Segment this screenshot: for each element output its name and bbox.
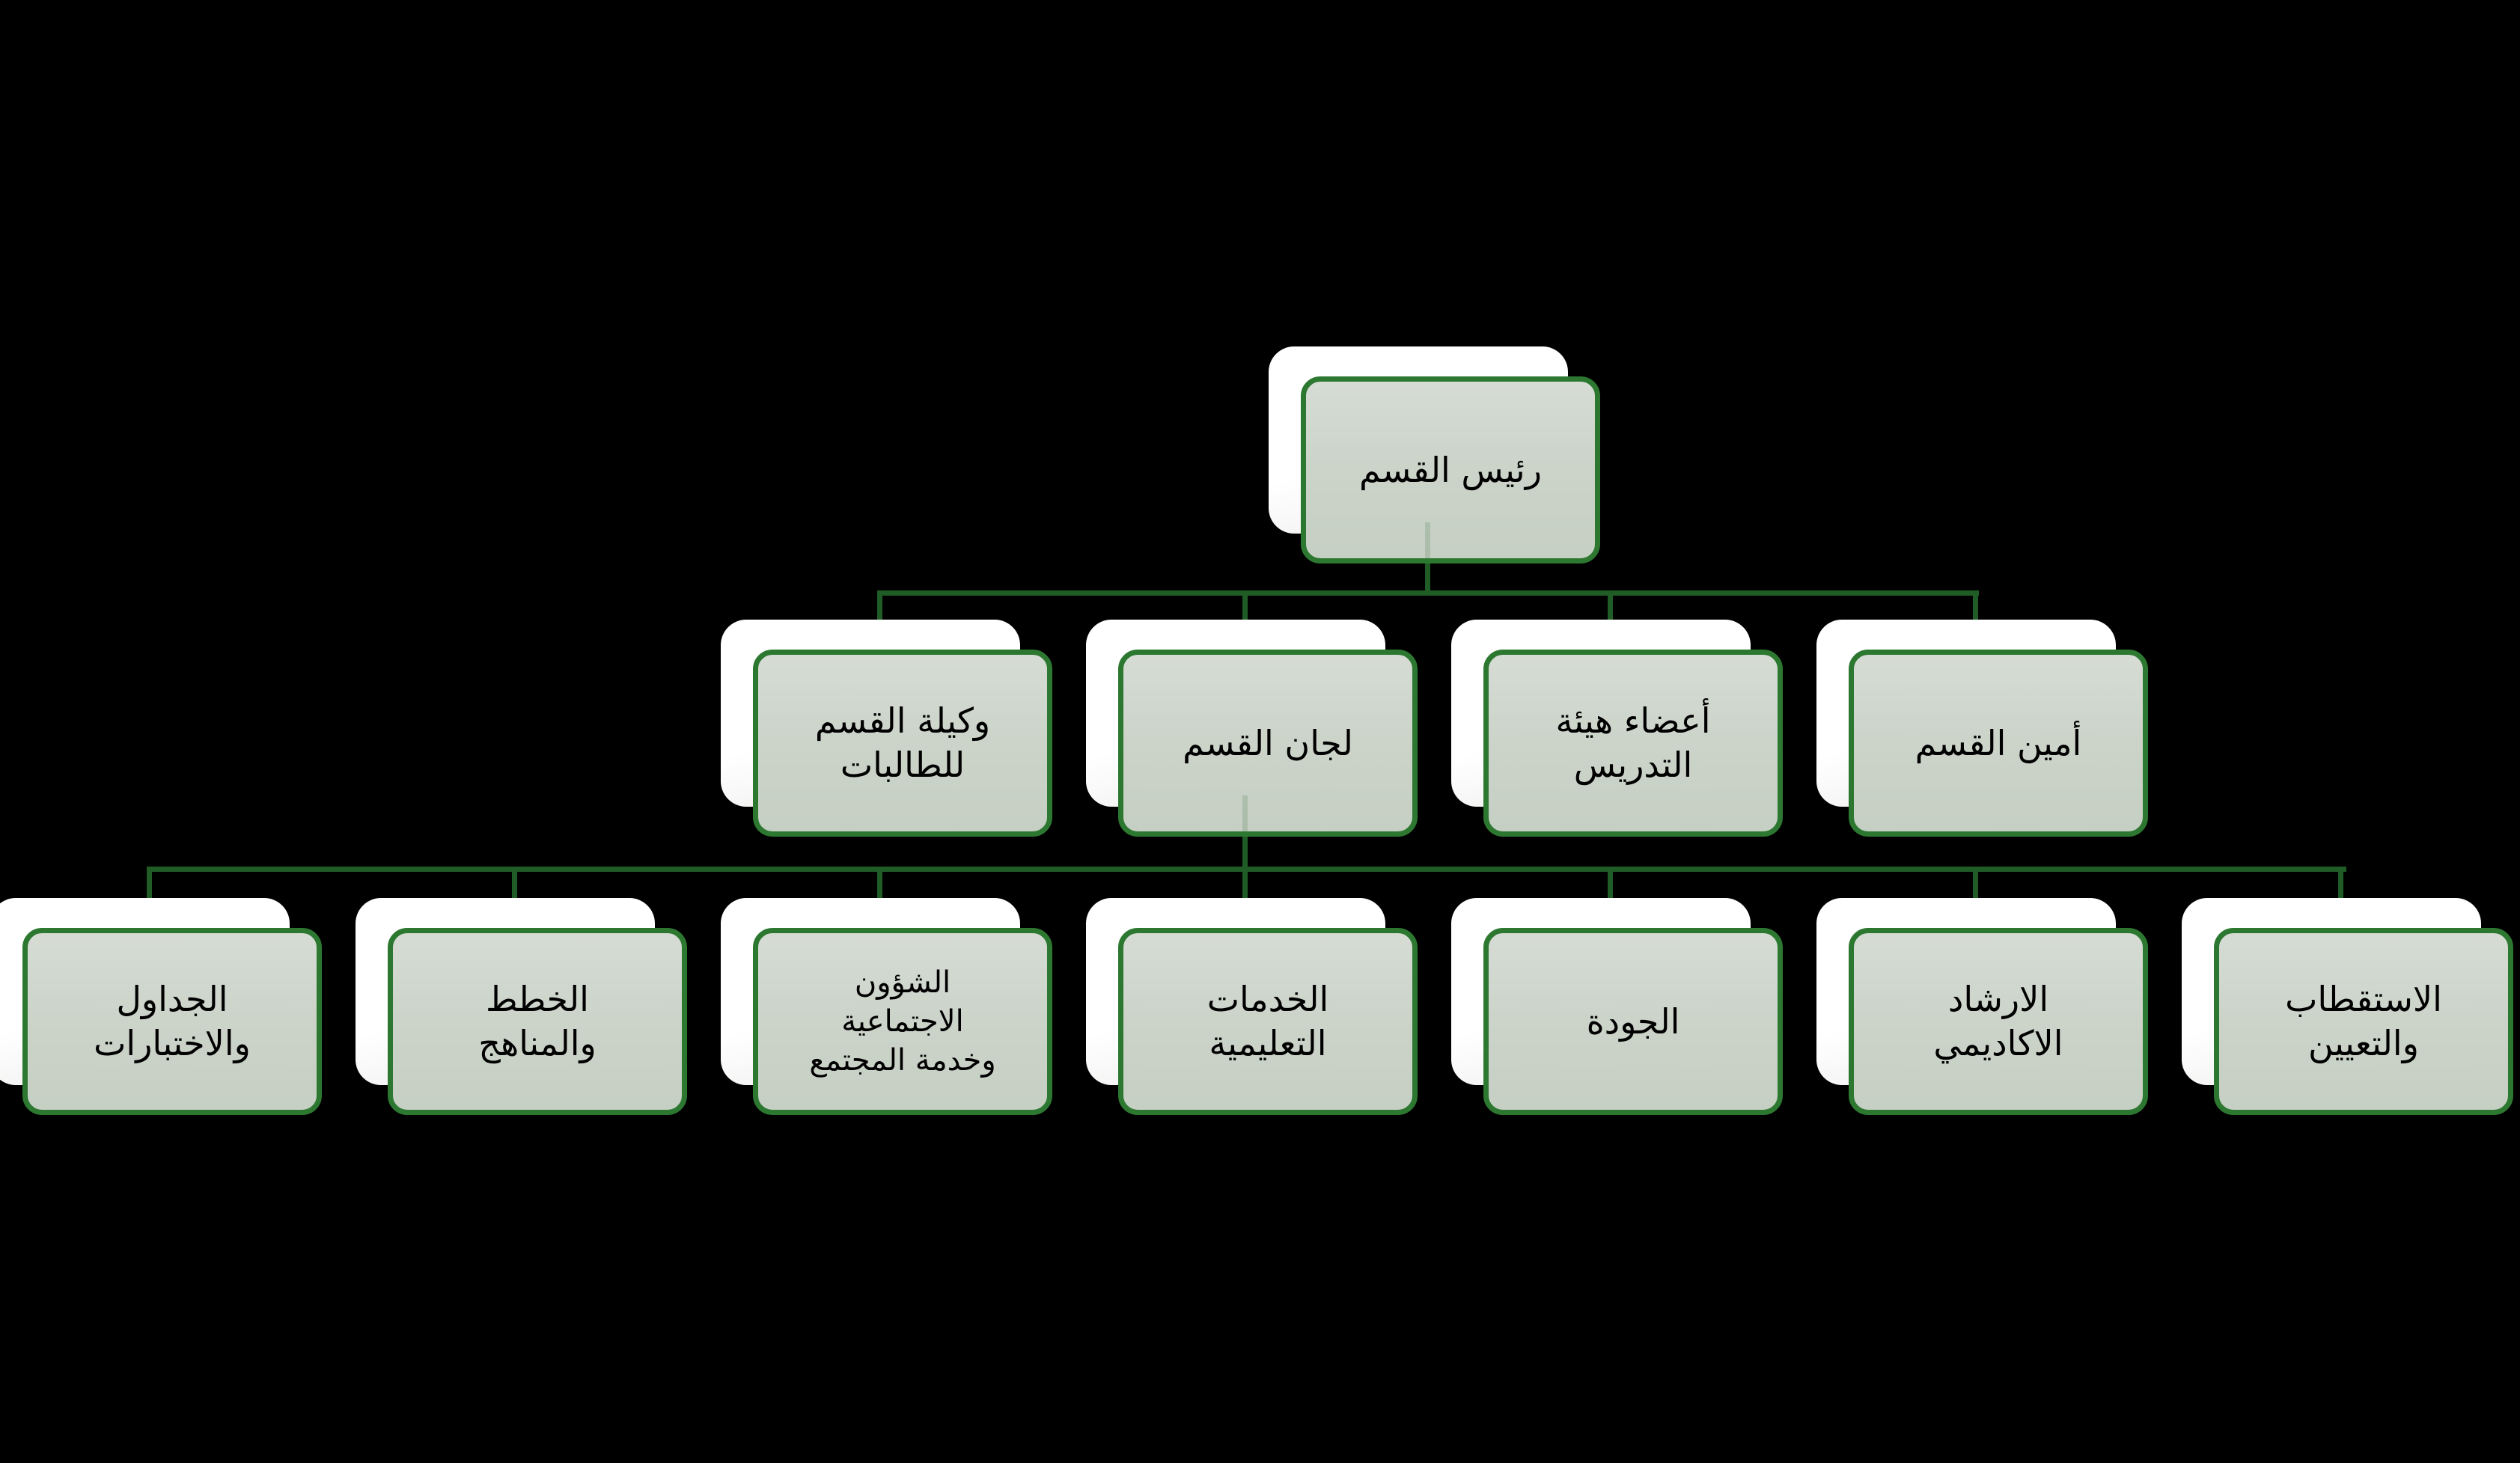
org-node-educational-services[interactable]: الخدمات التعليمية <box>1118 928 1418 1115</box>
node-label: لجان القسم <box>1183 722 1353 763</box>
node-label: رئيس القسم <box>1359 449 1542 490</box>
org-node-dept-secretary[interactable]: أمين القسم <box>1849 650 2148 837</box>
node-label: الجداول والاختبارات <box>94 979 251 1063</box>
org-node-social-affairs[interactable]: الشؤون الاجتماعية وخدمة المجتمع <box>753 928 1052 1115</box>
connector-drop-faculty-members <box>1608 596 1613 623</box>
connector-drop-vice-for-students <box>877 596 882 623</box>
connector-bus-level3 <box>147 867 2346 872</box>
connector-stem-head <box>1425 560 1430 596</box>
connector-trace-committees <box>1242 795 1248 831</box>
connector-trace-head <box>1425 522 1430 558</box>
node-label: الارشاد الاكاديمي <box>1933 979 2063 1063</box>
connector-drop-social-affairs <box>877 870 882 901</box>
connector-drop-plans-curricula <box>512 870 517 901</box>
node-label: الاستقطاب والتعيين <box>2285 979 2442 1063</box>
connector-bus-level2 <box>877 590 1979 596</box>
connector-stem-committees <box>1242 834 1248 870</box>
connector-drop-committees <box>1242 596 1248 623</box>
org-node-academic-advising[interactable]: الارشاد الاكاديمي <box>1849 928 2148 1115</box>
org-node-schedules-exams[interactable]: الجداول والاختبارات <box>22 928 322 1115</box>
org-node-committees[interactable]: لجان القسم <box>1118 650 1418 837</box>
org-node-recruitment-appointment[interactable]: الاستقطاب والتعيين <box>2214 928 2513 1115</box>
connector-drop-recruitment-appointment <box>2338 870 2343 901</box>
node-label: أعضاء هيئة التدريس <box>1555 700 1711 785</box>
connector-drop-educational-services <box>1242 870 1248 901</box>
node-label: الخطط والمناهج <box>478 979 597 1063</box>
org-node-faculty-members[interactable]: أعضاء هيئة التدريس <box>1483 650 1783 837</box>
org-node-quality[interactable]: الجودة <box>1483 928 1783 1115</box>
node-label: أمين القسم <box>1915 722 2082 763</box>
connector-drop-academic-advising <box>1973 870 1978 901</box>
node-label: وكيلة القسم للطالبات <box>814 700 991 785</box>
connector-drop-quality <box>1608 870 1613 901</box>
node-label: الجودة <box>1586 1001 1680 1042</box>
org-node-head[interactable]: رئيس القسم <box>1301 376 1600 563</box>
org-node-plans-curricula[interactable]: الخطط والمناهج <box>388 928 687 1115</box>
connector-drop-dept-secretary <box>1973 596 1978 623</box>
org-node-vice-for-students[interactable]: وكيلة القسم للطالبات <box>753 650 1052 837</box>
node-label: الشؤون الاجتماعية وخدمة المجتمع <box>809 965 996 1078</box>
node-label: الخدمات التعليمية <box>1206 979 1329 1063</box>
connector-drop-schedules-exams <box>147 870 152 901</box>
